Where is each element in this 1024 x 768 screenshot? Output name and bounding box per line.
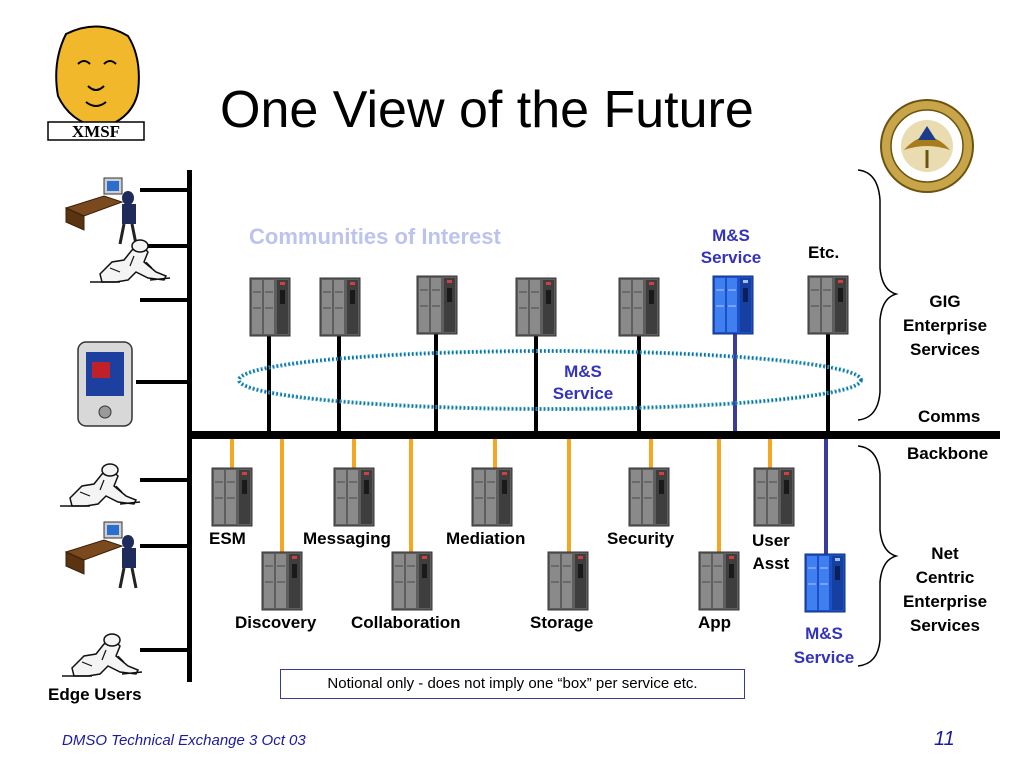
- ms-server-icon: [712, 275, 754, 335]
- desk-user-icon: [64, 176, 138, 246]
- net-centric-brace: [857, 445, 899, 667]
- service-label-storage: Storage: [530, 613, 594, 632]
- server-icon: [698, 551, 740, 611]
- server-icon: [753, 467, 795, 527]
- service-label-user-asst: User Asst: [752, 531, 790, 573]
- xmsf-logo-text: XMSF: [72, 122, 120, 141]
- service-label-messaging: Messaging: [303, 529, 391, 548]
- communities-of-interest-label: Communities of Interest: [249, 224, 501, 249]
- xmsf-lion-logo: [47, 25, 145, 141]
- server-icon: [547, 551, 589, 611]
- service-label-app: App: [698, 613, 732, 632]
- net-centric-enterprise-services-label: Net Centric Enterprise Services: [902, 544, 988, 635]
- soldier-icon: [61, 633, 143, 677]
- service-label-collaboration: Collaboration: [351, 613, 461, 632]
- page-number: 11: [934, 728, 955, 750]
- ms-service-top-label: M&S Service: [700, 226, 762, 267]
- server-icon: [515, 277, 557, 337]
- server-icon: [211, 467, 253, 527]
- gig-brace: [857, 169, 899, 421]
- server-icon: [319, 277, 361, 337]
- upper-links: [267, 330, 830, 434]
- service-label-esm: ESM: [209, 529, 246, 548]
- server-icon: [628, 467, 670, 527]
- lower-links: [230, 439, 828, 559]
- pda-icon: [77, 341, 133, 427]
- footer-text: DMSO Technical Exchange 3 Oct 03: [62, 732, 306, 749]
- ms-service-bottom-label: M&S Service: [793, 624, 855, 667]
- server-icon: [391, 551, 433, 611]
- server-icon: [471, 467, 513, 527]
- page-title: One View of the Future: [220, 81, 754, 139]
- edge-users-label: Edge Users: [48, 685, 142, 704]
- comms-backbone: [187, 431, 1000, 439]
- gig-enterprise-services-label: GIG Enterprise Services: [902, 292, 988, 359]
- server-icon: [333, 467, 375, 527]
- server-icon: [618, 277, 660, 337]
- server-icon: [807, 275, 849, 335]
- disa-seal-logo: [880, 99, 974, 193]
- server-icon: [416, 275, 458, 335]
- desk-user-icon: [64, 520, 138, 590]
- soldier-icon: [59, 463, 141, 507]
- ms-server-icon: [804, 553, 846, 613]
- ring-ms-service-label: M&S Service: [552, 362, 614, 403]
- etc-label: Etc.: [808, 243, 840, 262]
- service-label-discovery: Discovery: [235, 613, 317, 632]
- server-icon: [261, 551, 303, 611]
- service-label-mediation: Mediation: [446, 529, 526, 548]
- notional-note: Notional only - does not imply one “box”…: [280, 669, 745, 699]
- edge-bus: [136, 170, 192, 682]
- server-icon: [249, 277, 291, 337]
- backbone-label: Backbone: [907, 444, 989, 463]
- comms-label: Comms: [918, 407, 981, 426]
- service-label-security: Security: [607, 529, 675, 548]
